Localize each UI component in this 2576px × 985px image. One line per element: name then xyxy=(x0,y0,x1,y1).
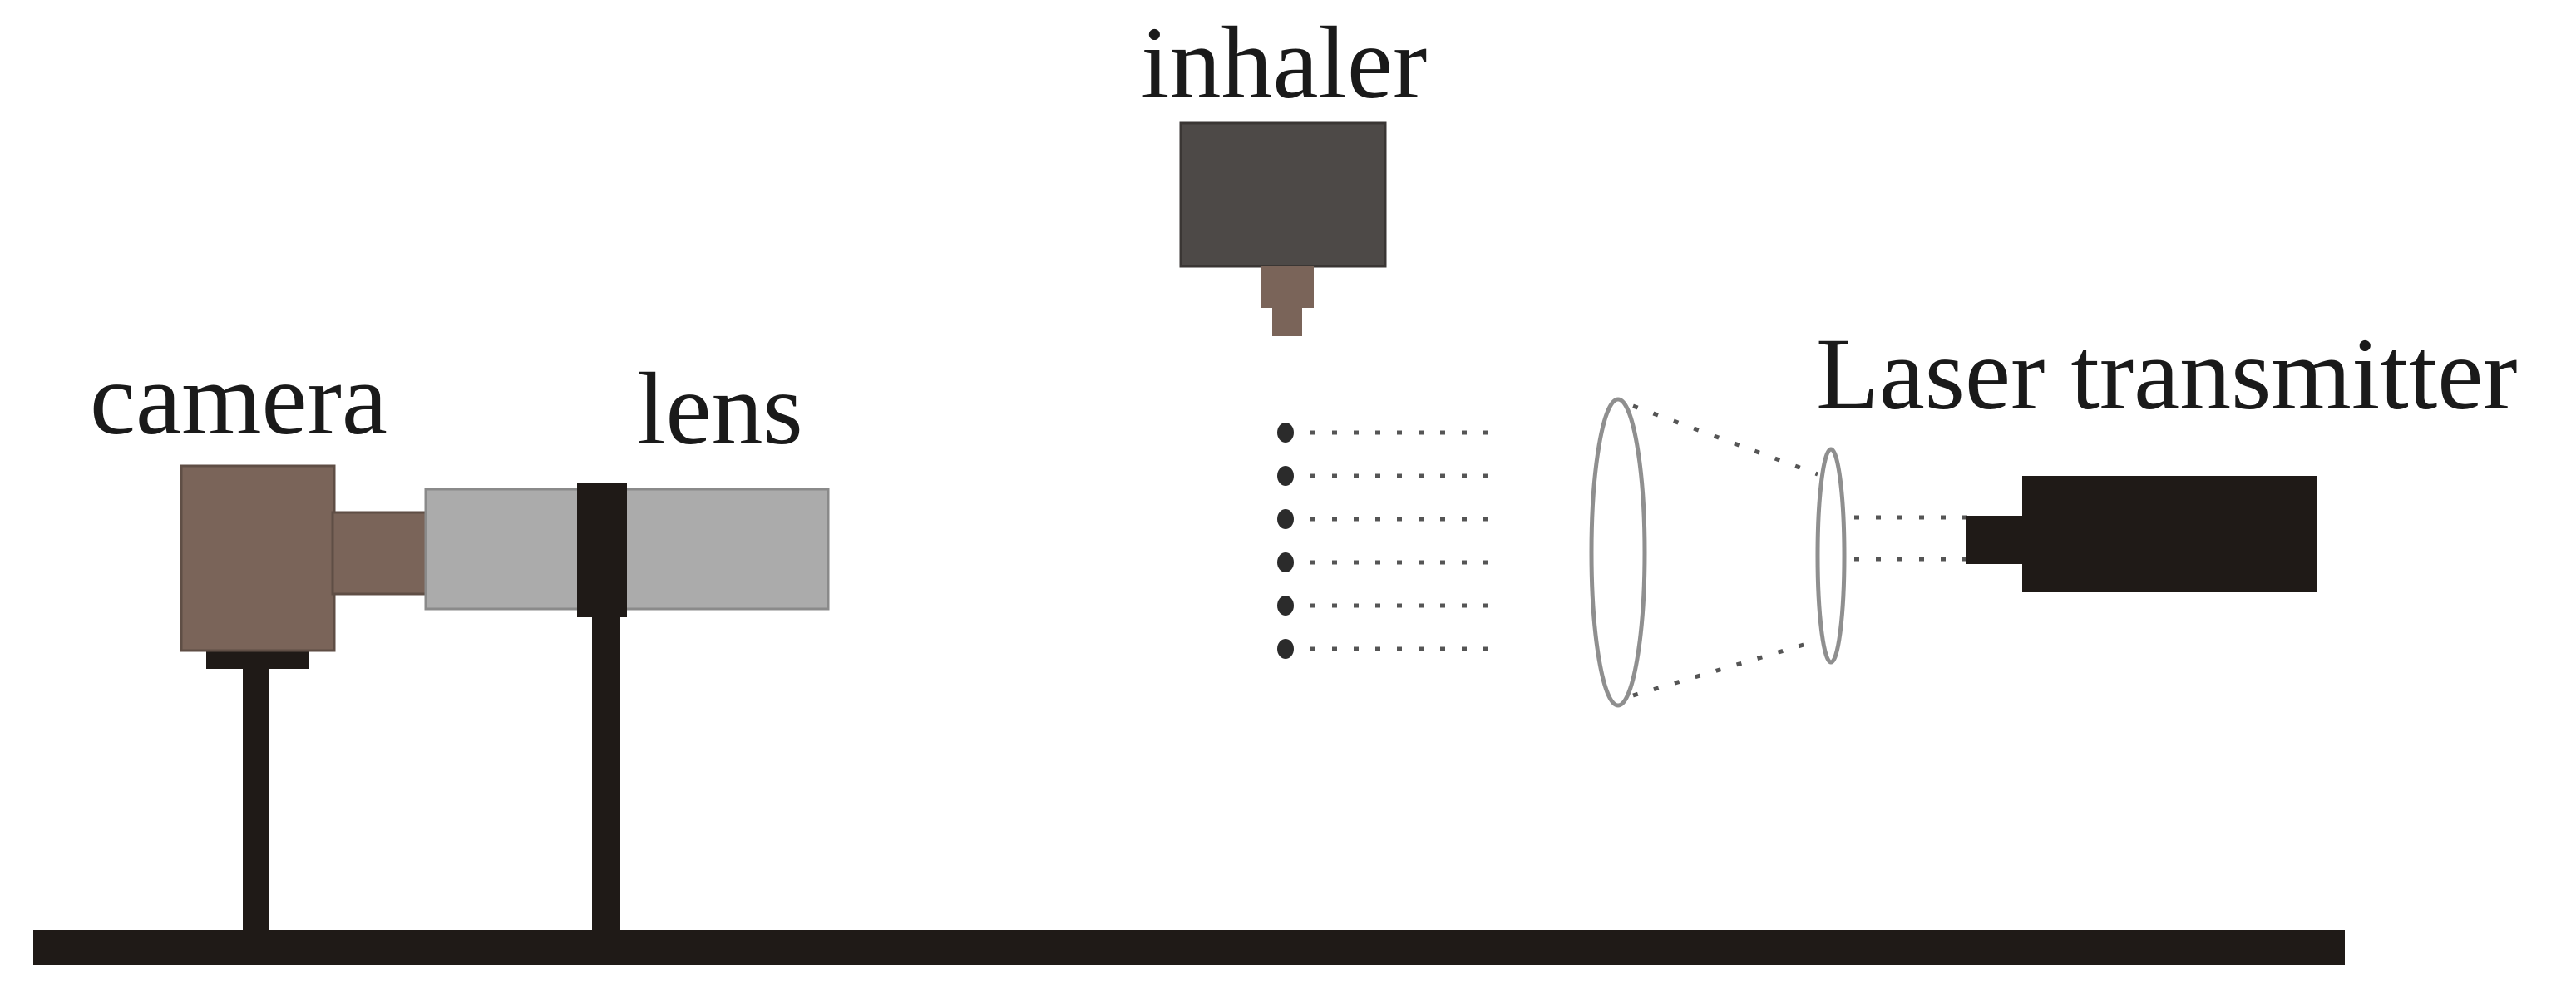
beam-edge-bottom xyxy=(1632,638,1818,698)
lens-label: lens xyxy=(637,352,803,466)
cylindrical-lens-large xyxy=(1589,397,1647,708)
base-rail xyxy=(33,930,2345,965)
lens-post xyxy=(592,612,620,932)
inhaler-body xyxy=(1179,121,1387,268)
particle-row xyxy=(1277,423,1493,443)
camera-body xyxy=(180,464,336,652)
camera-label: camera xyxy=(90,342,387,456)
cylindrical-lens-small xyxy=(1815,447,1847,665)
camera-post xyxy=(243,657,269,932)
laser-transmitter-nose xyxy=(1966,516,2026,564)
particle-stream xyxy=(1277,423,1493,659)
particle-row xyxy=(1277,466,1493,486)
laser-transmitter-label: Laser transmitter xyxy=(1816,317,2518,431)
inhaler-nozzle xyxy=(1261,266,1314,308)
particle-row xyxy=(1277,639,1493,659)
camera-neck xyxy=(331,511,431,596)
particle-row xyxy=(1277,596,1493,616)
laser-transmitter-body xyxy=(2022,476,2317,592)
inhaler-nozzle-tip xyxy=(1272,306,1302,336)
lens-clamp xyxy=(577,483,627,617)
particle-row xyxy=(1277,509,1493,529)
particle-row xyxy=(1277,552,1493,572)
inhaler-label: inhaler xyxy=(1141,6,1428,120)
beam-edge-top xyxy=(1632,403,1818,477)
